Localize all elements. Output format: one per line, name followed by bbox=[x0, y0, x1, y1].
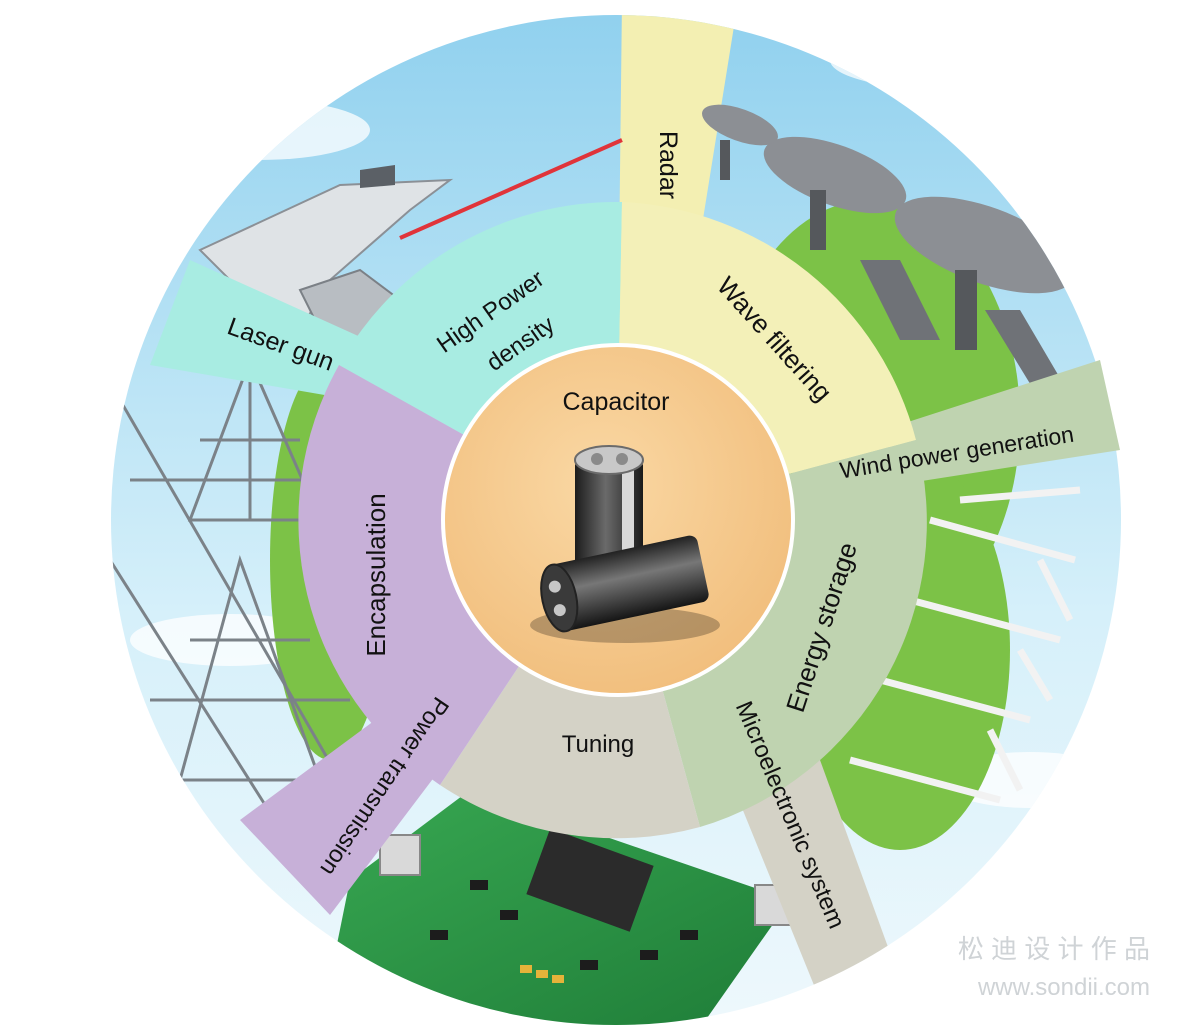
label-tuning: Tuning bbox=[562, 731, 635, 758]
label-encapsulation: Encapsulation bbox=[361, 493, 391, 656]
wind-turbines-illustration bbox=[849, 486, 1081, 804]
label-radar: Radar bbox=[654, 131, 682, 199]
pcb-illustration bbox=[320, 790, 796, 1025]
center-ring-border bbox=[441, 343, 795, 697]
center-title: Capacitor bbox=[563, 388, 670, 416]
capacitor-icon bbox=[530, 445, 720, 643]
watermark-url: www.sondii.com bbox=[977, 974, 1150, 1001]
watermark-brand: 松 迪 设 计 作 品 bbox=[958, 934, 1150, 964]
